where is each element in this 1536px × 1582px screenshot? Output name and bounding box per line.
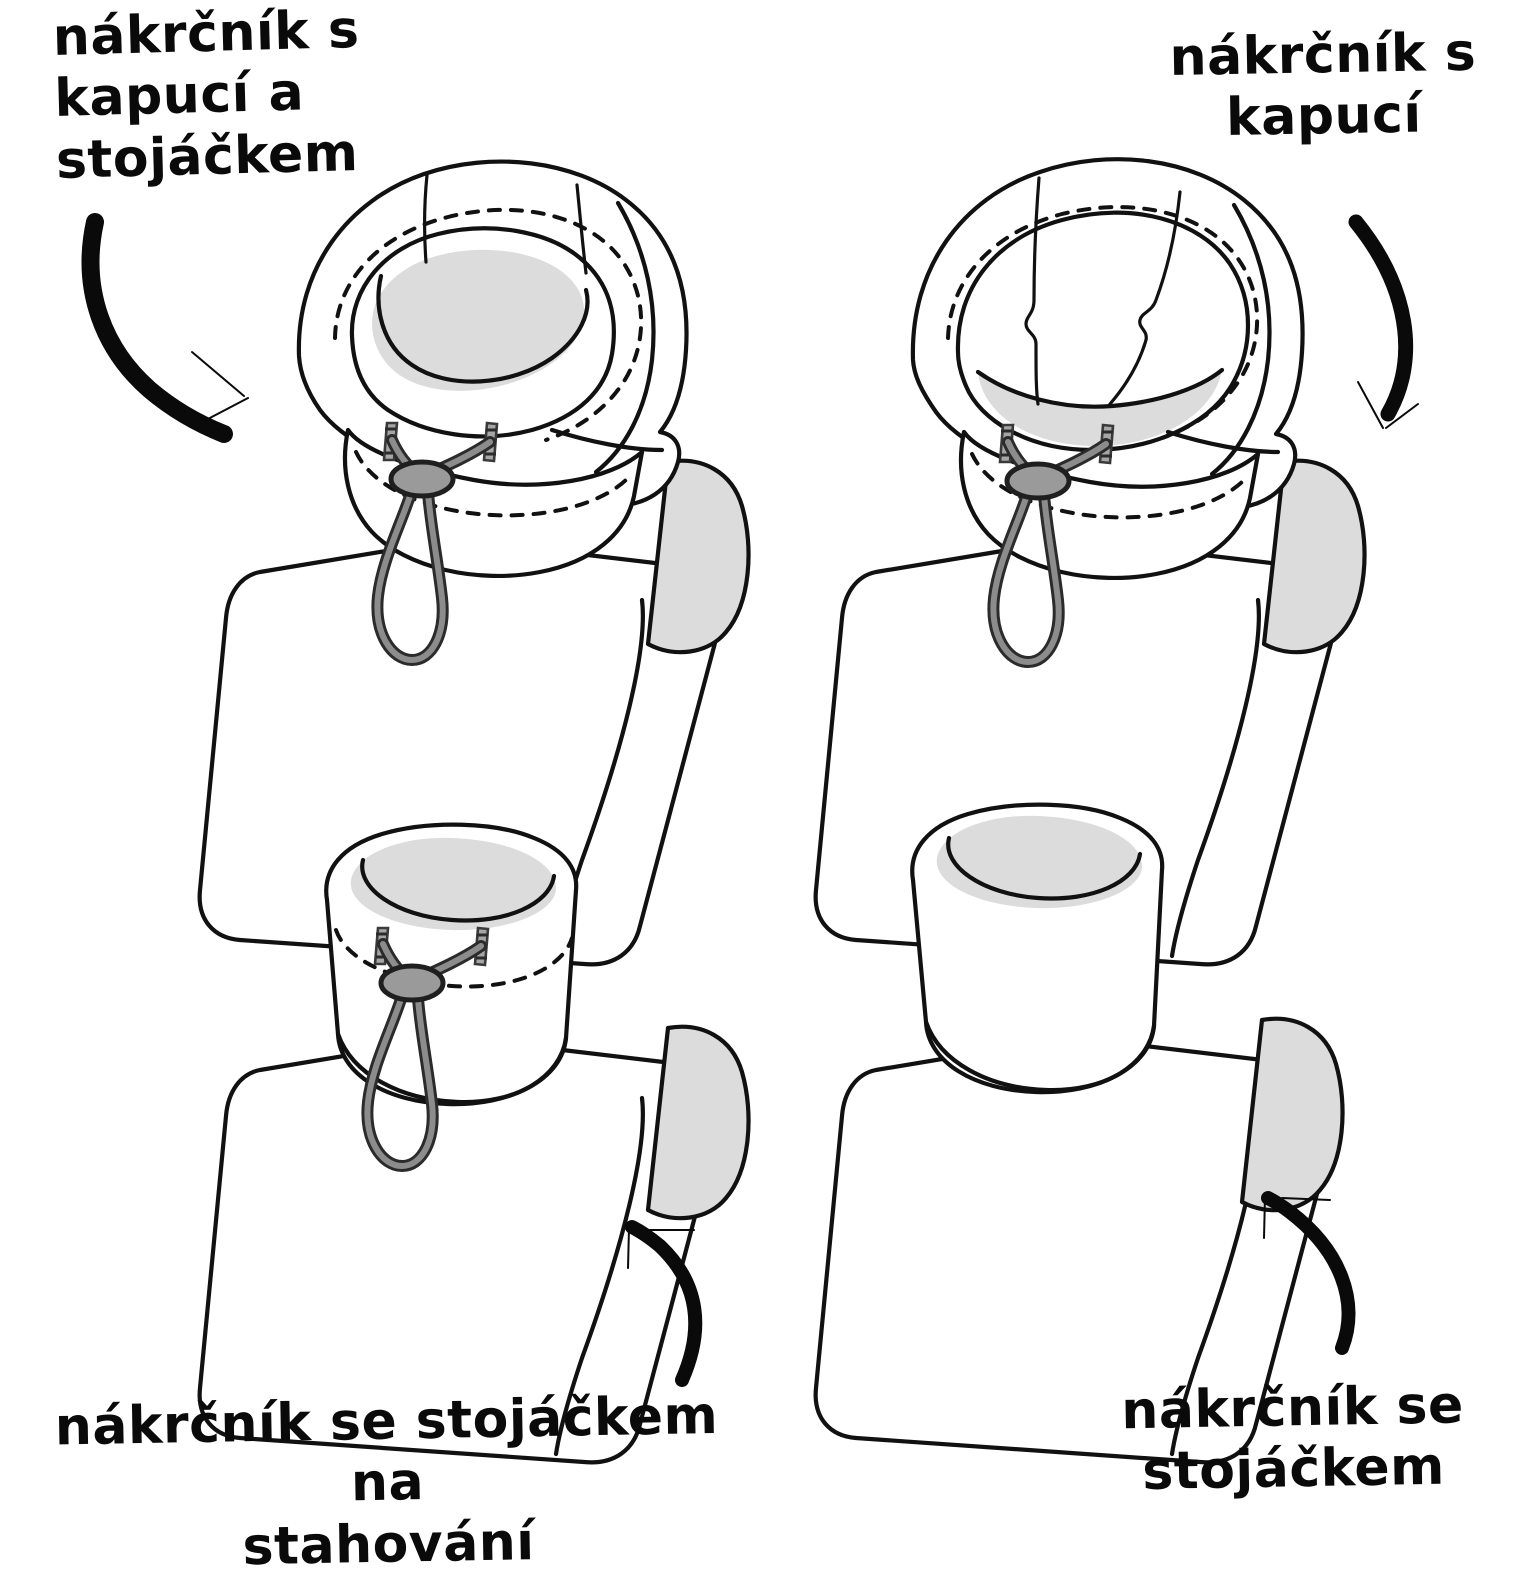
- band-dashed-casing-top-right: [970, 452, 1246, 520]
- arm-stump-bottom-right: [1242, 1019, 1343, 1210]
- arrow-bottom-right: [1261, 1191, 1356, 1355]
- collar-bottom-edge-bottom-left: [335, 1031, 569, 1105]
- collar-bottom-edge-bottom-right: [923, 1019, 1157, 1093]
- standing-collar-top-left: [342, 427, 645, 579]
- cord-lock-top-right: [1004, 461, 1072, 501]
- cord-lock-bottom-left: [378, 963, 446, 1003]
- hood-interior-top-right: [955, 210, 1251, 453]
- hood-band-top-right: [958, 429, 1261, 581]
- hood-seam-right-top-left: [575, 183, 588, 275]
- panel-bottom-right: [816, 802, 1343, 1463]
- label-hood-and-collar: nákrčník s kapucí a stojáčkem: [52, 0, 361, 191]
- panel-top-right: [816, 157, 1365, 964]
- collar-dashed-casing-top-left: [354, 450, 630, 518]
- panel-top-left: [200, 159, 749, 965]
- face-opening-top-left: [372, 249, 585, 391]
- hood-inner-seam-left-top-right: [1024, 176, 1041, 406]
- hood-seam-left-top-left: [423, 173, 429, 264]
- collar-opening-edge-bottom-left: [360, 857, 557, 923]
- label-hood: nákrčník s kapucí: [1169, 22, 1478, 149]
- eyelet-right-top-left: [482, 421, 499, 463]
- hood-dashed-seam-top-left: [333, 207, 643, 442]
- hood-inner-seam-right-top-right: [1108, 190, 1182, 406]
- label-collar-with-drawstring: nákrčník se stojáčkem na stahování: [54, 1385, 719, 1577]
- face-opening-edge-top-left: [376, 273, 590, 384]
- arm-stump-bottom-left: [648, 1027, 749, 1218]
- hood-wrap-top-left: [549, 427, 665, 453]
- drawstring-top-right: [987, 436, 1112, 668]
- panel-bottom-left: [200, 822, 749, 1463]
- illustration-canvas: .ink { fill:none; stroke:#111111; stroke…: [52, 0, 1478, 1577]
- hood-bottom-opening-edge-top-right: [975, 367, 1225, 409]
- collar-dashed-casing-bottom-left: [334, 928, 574, 989]
- label-collar: nákrčník se stojáčkem: [1120, 1375, 1465, 1503]
- hood-wrap-top-right: [1165, 429, 1281, 455]
- cord-lock-top-left: [388, 459, 456, 499]
- arrow-top-left: [81, 213, 249, 443]
- collar-opening-edge-bottom-right: [946, 835, 1143, 901]
- hood-dashed-seam-top-right: [946, 205, 1259, 440]
- neckwarmer-variants-diagram: .ink { fill:none; stroke:#111111; stroke…: [81, 157, 1419, 1536]
- arrow-top-right: [1348, 214, 1419, 429]
- arrow-bottom-left: [625, 1220, 703, 1387]
